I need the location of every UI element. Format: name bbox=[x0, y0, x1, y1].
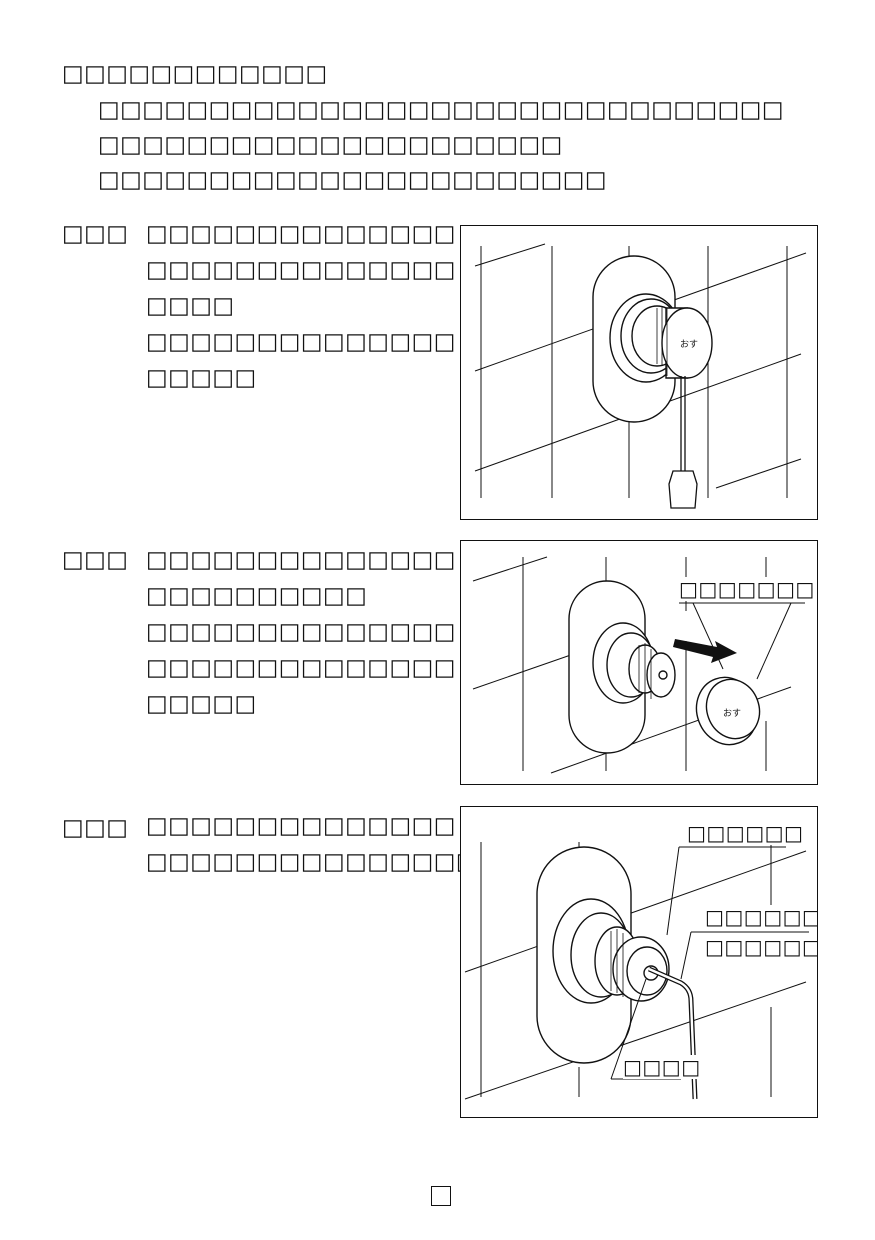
step-3-callout-label-3: □□□□□□ bbox=[705, 935, 817, 959]
page-number: □ bbox=[431, 1186, 451, 1206]
step-1-illustration: おす bbox=[474, 243, 807, 509]
step-1-number: □□□ bbox=[62, 221, 129, 247]
step-3-illustration bbox=[464, 842, 809, 1100]
step-2-line-5: □□□□□ bbox=[146, 691, 257, 717]
step-3-line-2: □□□□□□□□□□□□□□□□ bbox=[146, 849, 501, 875]
page-heading: □□□□□□□□□□□□ bbox=[62, 61, 328, 87]
step-3-number: □□□ bbox=[62, 815, 129, 841]
step-2-line-2: □□□□□□□□□□ bbox=[146, 583, 368, 609]
step-2-line-4: □□□□□□□□□□□□□□ bbox=[146, 655, 456, 681]
intro-line-1: □□□□□□□□□□□□□□□□□□□□□□□□□□□□□□□ bbox=[98, 97, 785, 123]
step-1-line-4: □□□□□□□□□□□□□□ bbox=[146, 329, 456, 355]
step-1-line-5: □□□□□ bbox=[146, 365, 257, 391]
intro-line-2: □□□□□□□□□□□□□□□□□□□□□ bbox=[98, 132, 563, 158]
pull-direction-arrow bbox=[673, 639, 737, 663]
step-1-line-2: □□□□□□□□□□□□□□ bbox=[146, 257, 456, 283]
step-2-cap-label: おす bbox=[723, 708, 741, 719]
step-3-callout-label-4: □□□□ bbox=[623, 1055, 701, 1079]
step-3-callout-label-2: □□□□□□ bbox=[705, 905, 817, 929]
step-3-line-1: □□□□□□□□□□□□□□ bbox=[146, 813, 456, 839]
step-1-figure: おす bbox=[460, 225, 818, 520]
step-3-figure: □□□□□□ □□□□□□ □□□□□□ □□□□ bbox=[460, 806, 818, 1118]
step-2-line-3: □□□□□□□□□□□□□□ bbox=[146, 619, 456, 645]
intro-line-3: □□□□□□□□□□□□□□□□□□□□□□□ bbox=[98, 167, 608, 193]
step-3-callout-label-1: □□□□□□ bbox=[687, 821, 804, 845]
step-2-line-1: □□□□□□□□□□□□□□ bbox=[146, 547, 456, 573]
step-1-line-1: □□□□□□□□□□□□□□ bbox=[146, 221, 456, 247]
step-2-number: □□□ bbox=[62, 547, 129, 573]
step-2-illustration: おす bbox=[472, 556, 805, 774]
step-1-line-3: □□□□ bbox=[146, 293, 235, 319]
step-2-figure: おす □□□□□□□ bbox=[460, 540, 818, 785]
step-2-callout-label: □□□□□□□ bbox=[679, 577, 815, 601]
step-1-cap-label: おす bbox=[680, 339, 698, 350]
